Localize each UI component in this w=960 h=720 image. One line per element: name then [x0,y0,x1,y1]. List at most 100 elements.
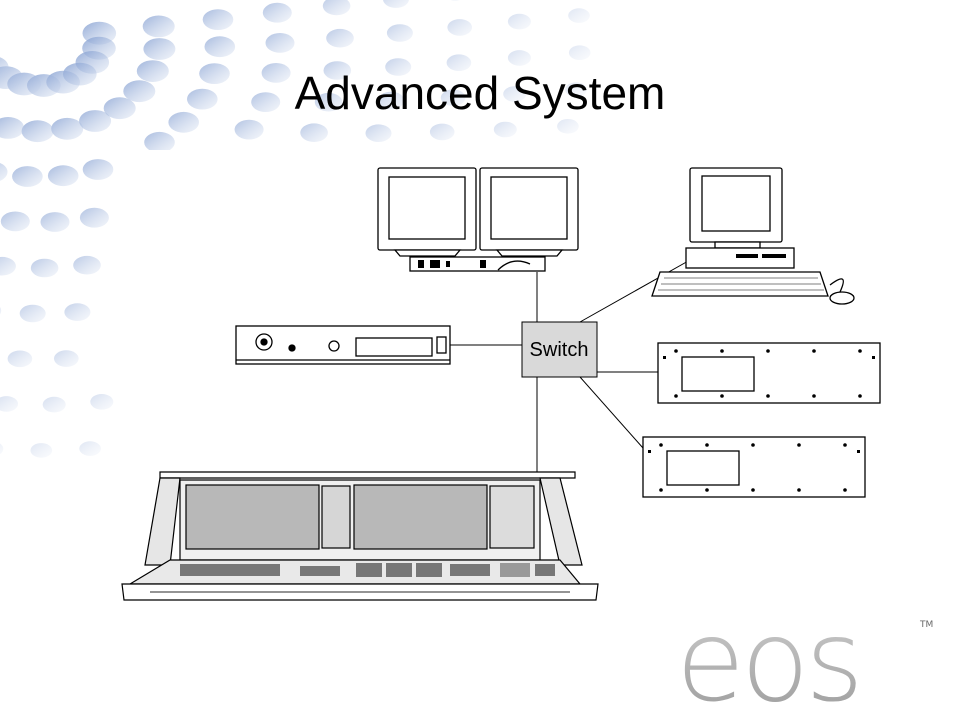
desktop-computer [651,167,855,305]
decorative-dot [82,159,114,180]
workstation-cable [497,260,531,271]
dual-monitor-workstation [377,167,579,272]
switch-box [521,321,598,378]
console-right-side [539,477,583,566]
desktop-mouse [829,291,855,305]
decorative-dot [386,24,413,42]
decorative-dot [0,57,9,78]
mouse-cable [829,278,844,293]
rack-node-1 [657,342,881,404]
decorative-dot [0,117,25,139]
decorative-dot [79,441,101,456]
decorative-dot [0,396,18,412]
decorative-dot [493,121,517,138]
decorative-dot [0,307,2,315]
decorative-dot [234,119,264,140]
console-screen-left [185,484,320,550]
decorative-dot [123,80,156,103]
decorative-dot [168,111,199,133]
decorative-dot [0,211,30,232]
decorative-dot [30,443,53,458]
decorative-dot [322,0,351,16]
connection-lines [450,259,691,472]
decorative-dot [0,443,4,455]
decorative-dot [136,60,169,82]
decorative-dot [30,258,59,278]
decorative-dot [54,350,79,367]
decorative-dot [0,256,16,276]
link-desktop [579,259,691,323]
decorative-dot [79,207,109,228]
decorative-dot [47,165,79,187]
decorative-dot [251,92,281,112]
rack-node-2-display [666,450,740,486]
decorative-dot [144,131,175,153]
decorative-dot [103,97,136,120]
desktop-monitor-stand [714,241,761,249]
switch-node: Switch [521,321,598,378]
monitor-right-screen [490,176,568,240]
decorative-dot [507,50,531,66]
console-screen-right [353,484,488,550]
monitor-left-stand [393,249,462,257]
gateway-port [436,336,447,354]
decorative-dot [73,255,101,275]
decorative-dot [204,36,236,58]
decorative-dot [429,123,455,141]
decorative-dot [365,124,392,142]
decorative-dot [557,119,579,134]
decorative-dot [450,0,460,1]
decorative-dot [440,89,466,106]
gateway-display [355,337,433,357]
decorative-dot [0,162,8,181]
gateway-knob [328,340,340,352]
decorative-dot [42,396,66,413]
decorative-dot [79,110,112,132]
monitor-right-stand [495,249,564,257]
console-center-controls [321,485,351,549]
console-right-controls [489,485,535,549]
decorative-dot [202,9,234,30]
decorative-dot [326,28,354,48]
decorative-dot [21,120,54,143]
console-top-edge [159,471,576,479]
decorative-dot [507,13,531,30]
gateway-unit [235,325,451,365]
decorative-dot [142,15,175,38]
decorative-dot [446,54,472,71]
slide-title: Advanced System [294,67,666,119]
gateway-indicator [288,344,296,352]
decorative-dot [64,303,91,321]
decorative-dot [265,33,295,53]
eos-logo: eos TM [676,605,933,715]
decorative-dot [12,166,43,187]
eos-logo-text: eos [676,605,860,715]
decorative-dot [300,123,328,142]
decorative-dot [314,92,343,112]
decorative-dot [199,63,230,84]
decorative-dot [383,0,409,8]
decorative-dot [565,82,587,97]
decorative-dot [503,86,527,102]
rack-node-2 [642,436,866,498]
desktop-screen [701,175,771,232]
link-rack-2 [579,376,644,449]
monitor-left-screen [388,176,466,240]
decorative-dot [385,58,412,76]
decorative-dot [19,304,46,323]
decorative-dot [261,63,291,83]
decorative-dot [568,8,590,23]
decorative-dot [187,88,218,110]
decorative-dot [378,91,405,110]
decorative-dot [51,117,84,140]
rack-node-1-display [681,356,755,392]
decorative-dot [143,38,176,60]
switch-label: Switch [530,339,589,361]
decorative-dot [262,2,292,23]
decorative-dot [447,19,473,36]
eos-console [121,471,599,601]
trademark-mark: TM [919,620,933,630]
